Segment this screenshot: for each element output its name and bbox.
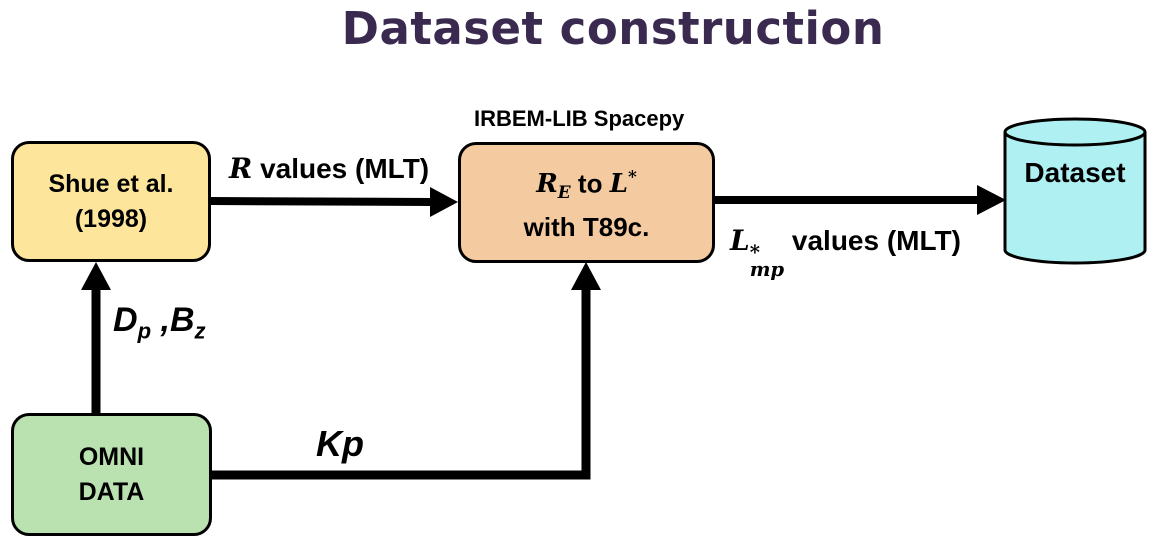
irbem-label: IRBEM-LIB Spacepy xyxy=(474,106,685,131)
shue-model-box: Shue et al. (1998) xyxy=(11,141,211,262)
conversion-box-line1: RE to L* xyxy=(536,160,637,210)
conversion-box: RE to L* with T89c. xyxy=(458,142,715,263)
lmp-values-label: L*mp values (MLT) xyxy=(730,224,961,282)
arrowhead-converter-to-dataset xyxy=(977,185,1006,215)
shue-box-line2: (1998) xyxy=(74,204,148,233)
r-values-label: R values (MLT) xyxy=(229,152,429,185)
dataset-cylinder: Dataset xyxy=(1003,117,1147,265)
lstar-symbol: L* xyxy=(609,166,637,200)
arrow-omni-to-converter xyxy=(212,287,591,480)
omni-box-line2: DATA xyxy=(78,477,145,506)
arrowhead-omni-to-converter xyxy=(571,262,601,290)
kp-label: Kp xyxy=(316,423,364,464)
r-values-text: values (MLT) xyxy=(260,153,430,184)
dp-bz-label: Dp ,Bz xyxy=(113,301,206,344)
dataset-label: Dataset xyxy=(1024,157,1125,188)
omni-box-line1: OMNI xyxy=(78,442,145,471)
re-symbol: RE xyxy=(536,169,571,203)
arrow-shue-to-converter xyxy=(210,197,433,206)
page-title: Dataset construction xyxy=(341,2,885,55)
lmp-symbol: L*mp xyxy=(730,224,785,282)
shue-box-line1: Shue et al. xyxy=(48,169,174,198)
omni-data-box: OMNI DATA xyxy=(11,413,212,536)
arrowhead-shue-to-converter xyxy=(430,187,458,217)
conversion-box-line2: with T89c. xyxy=(523,212,650,243)
to-text: to xyxy=(577,168,603,199)
arrowhead-omni-to-shue xyxy=(81,262,111,290)
lmp-values-text: values (MLT) xyxy=(791,225,961,256)
r-symbol: R xyxy=(229,152,253,185)
